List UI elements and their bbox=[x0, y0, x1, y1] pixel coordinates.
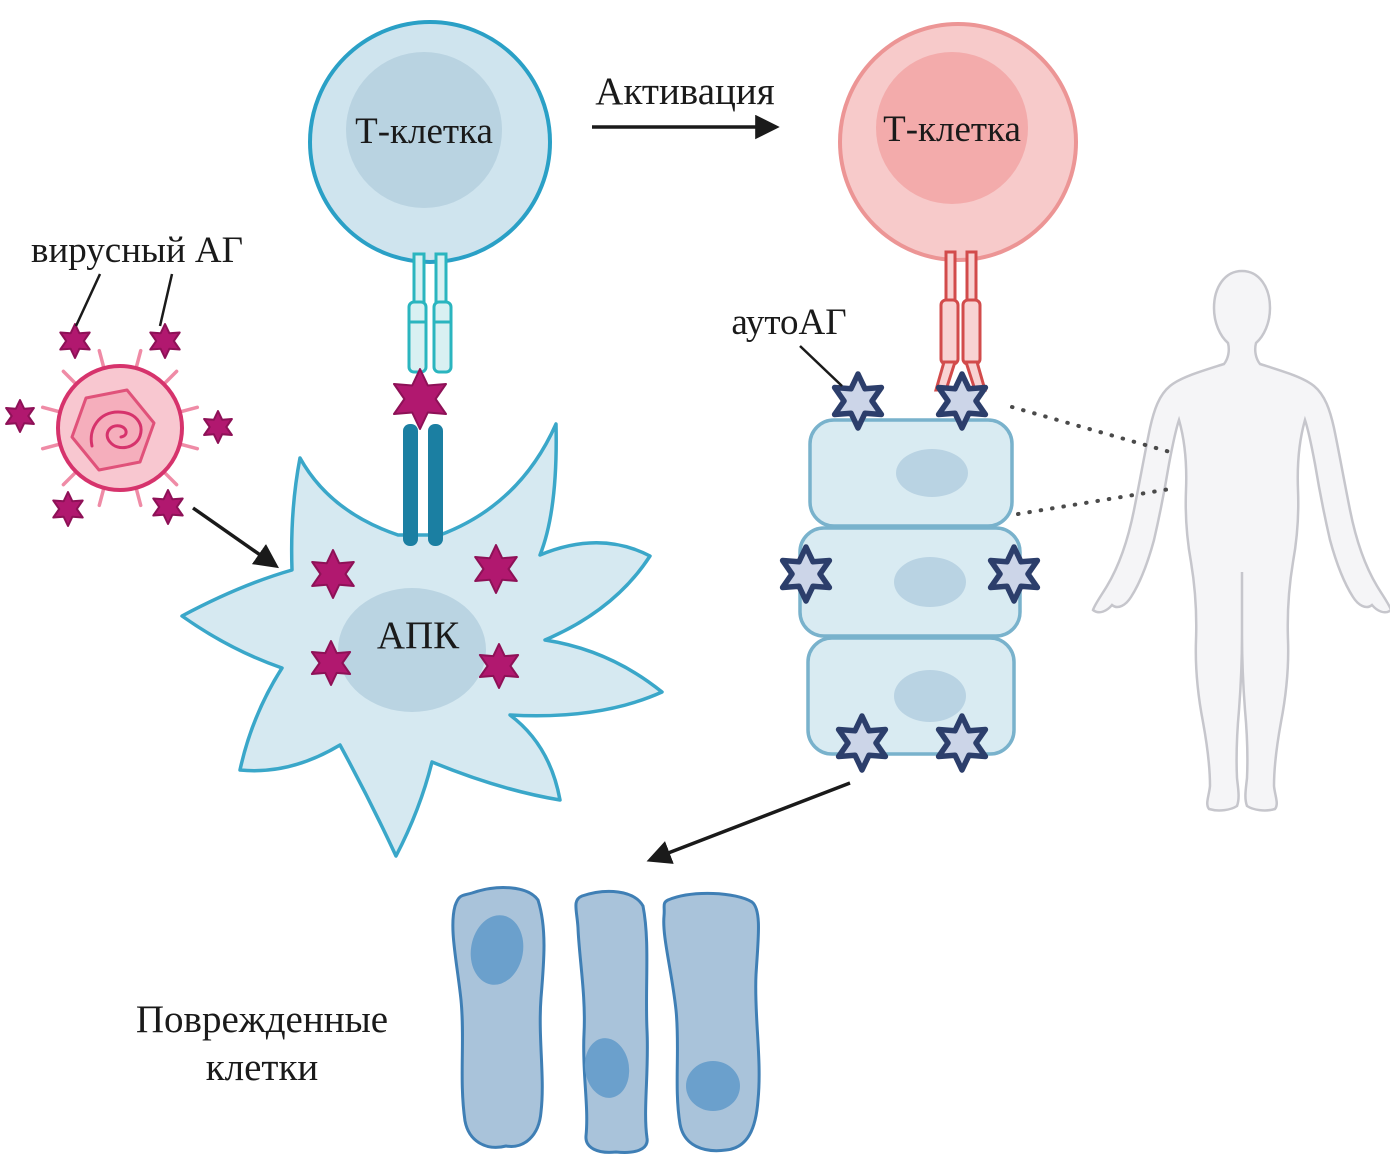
t-cell-activated: Т-клетка bbox=[838, 22, 1078, 262]
viral-antigen-star-in-apc bbox=[474, 544, 518, 594]
auto-antigen-label: аутоАГ bbox=[731, 302, 846, 343]
tissue-location-dotted-line-lower bbox=[1016, 487, 1172, 516]
auto-antigen-pointer bbox=[799, 345, 843, 387]
damaged-cell-nucleus bbox=[584, 1038, 630, 1098]
apc-cell: АПК bbox=[180, 422, 664, 858]
damaged-cell bbox=[574, 889, 649, 1154]
t-cell-activated-nucleus bbox=[876, 52, 1028, 204]
tissue-cell-nucleus bbox=[894, 670, 966, 722]
human-body-outline bbox=[1091, 269, 1390, 812]
virus-spike-line bbox=[178, 405, 200, 414]
viral-antigen-star-in-apc bbox=[311, 549, 355, 599]
viral-antigen-star-on-virus bbox=[52, 491, 84, 527]
tissue-to-damaged-arrow bbox=[646, 781, 851, 864]
viral-antigen-label: вирусный АГ bbox=[31, 230, 243, 271]
virus-spike-line bbox=[162, 369, 179, 386]
viral-antigen-star-on-virus bbox=[203, 410, 233, 444]
virus-spike-line bbox=[97, 348, 106, 370]
tcr-red-stem-right bbox=[965, 250, 978, 306]
tcr-red-chain-right bbox=[961, 298, 982, 366]
auto-antigen-star bbox=[835, 713, 889, 773]
virus-spike-line bbox=[61, 470, 78, 487]
damaged-cell-nucleus bbox=[686, 1061, 740, 1111]
tcr-blue-stem-right bbox=[434, 252, 448, 308]
t-cell-naive-label: Т-клетка bbox=[355, 111, 493, 152]
viral-antigen-star-on-virus bbox=[5, 399, 35, 433]
virus-spike-line bbox=[162, 470, 179, 487]
auto-antigen-star bbox=[935, 371, 989, 431]
viral-antigen-star-presented bbox=[393, 368, 447, 430]
tcr-receptor-blue bbox=[407, 252, 453, 374]
virus-spike-line bbox=[40, 405, 62, 414]
viral-antigen-star-on-virus bbox=[149, 323, 181, 359]
tcr-blue-chain-right bbox=[432, 300, 453, 374]
damaged-cells-label-line2: клетки bbox=[206, 1046, 319, 1089]
virus-genome-squiggle bbox=[89, 410, 143, 450]
t-cell-naive: Т-клетка bbox=[308, 20, 552, 264]
tissue-cells bbox=[779, 371, 1041, 773]
viral-antigen-star-in-apc bbox=[310, 640, 352, 686]
human-body-silhouette bbox=[1091, 269, 1390, 812]
virus-spike-line bbox=[134, 486, 143, 508]
auto-antigen-star bbox=[779, 544, 833, 604]
damaged-cell bbox=[662, 892, 761, 1153]
virus-spike-line bbox=[97, 486, 106, 508]
damaged-cell-nucleus bbox=[470, 915, 524, 985]
auto-antigen-star bbox=[831, 371, 885, 431]
viral-antigen-star-on-virus bbox=[59, 323, 91, 359]
apc-nucleus bbox=[338, 588, 486, 712]
virus-spike-line bbox=[178, 442, 200, 451]
tissue-cell-nucleus bbox=[894, 557, 966, 607]
virus-surface-antigens bbox=[5, 323, 233, 527]
apc-label: АПК bbox=[377, 614, 460, 657]
mhc-chain-right bbox=[428, 424, 443, 546]
mhc-chain-left bbox=[403, 424, 418, 546]
viral-antigen-star-on-virus bbox=[152, 489, 184, 525]
viral-antigen-pointer-left bbox=[74, 273, 102, 327]
mhc-complex bbox=[403, 424, 443, 546]
virus-spikes bbox=[40, 348, 200, 508]
t-cell-activated-label: Т-клетка bbox=[883, 109, 1021, 150]
virus-to-apc-arrow bbox=[191, 506, 280, 569]
viral-antigen-pointer-right bbox=[158, 273, 174, 327]
auto-antigen-star bbox=[935, 713, 989, 773]
t-cell-naive-nucleus bbox=[346, 52, 502, 208]
viral-antigen-star-in-apc bbox=[478, 643, 520, 689]
auto-antigen-star bbox=[987, 544, 1041, 604]
virus-capsid-hexagon bbox=[70, 388, 156, 472]
tissue-cell-nucleus bbox=[896, 449, 968, 497]
tcr-blue-stem-left bbox=[412, 252, 426, 308]
tcr-red-chain-left bbox=[939, 298, 960, 366]
tcr-receptor-red bbox=[934, 250, 987, 392]
virus-spike-line bbox=[40, 442, 62, 451]
tissue-location-dotted-line-upper bbox=[1010, 405, 1172, 454]
damaged-cells-label-line1: Поврежденные bbox=[136, 998, 388, 1041]
damaged-cells bbox=[451, 886, 761, 1154]
virus-spike-line bbox=[61, 369, 78, 386]
auto-antigen-stars bbox=[779, 371, 1041, 773]
tcr-blue-chain-left bbox=[407, 300, 428, 374]
virus-spike-line bbox=[134, 348, 143, 370]
tcr-red-stem-left bbox=[944, 250, 957, 306]
activation-label: Активация bbox=[595, 70, 774, 113]
virus-particle bbox=[5, 323, 233, 527]
